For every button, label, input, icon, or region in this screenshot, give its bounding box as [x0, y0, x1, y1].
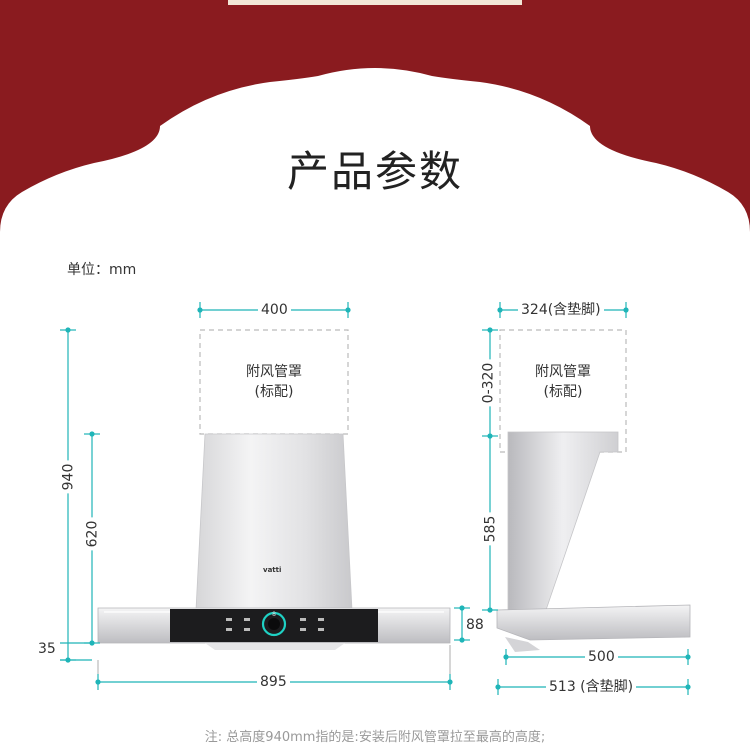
svg-text:8: 8	[272, 611, 276, 618]
side-chimney-body	[507, 431, 619, 611]
page-title: 产品参数	[286, 147, 463, 196]
side-dim-top-width: 324(含垫脚)	[518, 303, 604, 317]
side-dim-depth: 500	[585, 650, 618, 664]
side-dim-base-height: 88	[466, 617, 484, 633]
front-dim-top-width: 400	[258, 303, 291, 317]
side-hood-canopy	[496, 604, 691, 641]
side-dim-depth-with-feet: 513 (含垫脚)	[546, 680, 637, 694]
front-duct-cover-title: 附风管罩	[246, 364, 302, 380]
front-duct-cover-label: 附风管罩 (标配)	[200, 362, 348, 402]
footnote: 注: 总高度940mm指的是:安装后附风管罩拉至最高的高度;	[204, 730, 546, 745]
front-dim-bottom-width: 895	[257, 675, 290, 689]
front-dim-base-height: 35	[38, 641, 56, 657]
unit-label: 单位：mm	[67, 262, 137, 278]
side-dim-body-height: 585	[482, 512, 498, 546]
side-dim-duct-range: 0-320	[480, 359, 496, 407]
power-knob	[261, 611, 287, 637]
side-duct-cover-title: 附风管罩	[535, 364, 591, 380]
front-duct-cover-sub: (标配)	[254, 384, 294, 400]
brand-logo: vatti	[263, 566, 282, 574]
side-duct-cover-sub: (标配)	[543, 384, 583, 400]
side-duct-cover-label: 附风管罩 (标配)	[500, 362, 626, 402]
